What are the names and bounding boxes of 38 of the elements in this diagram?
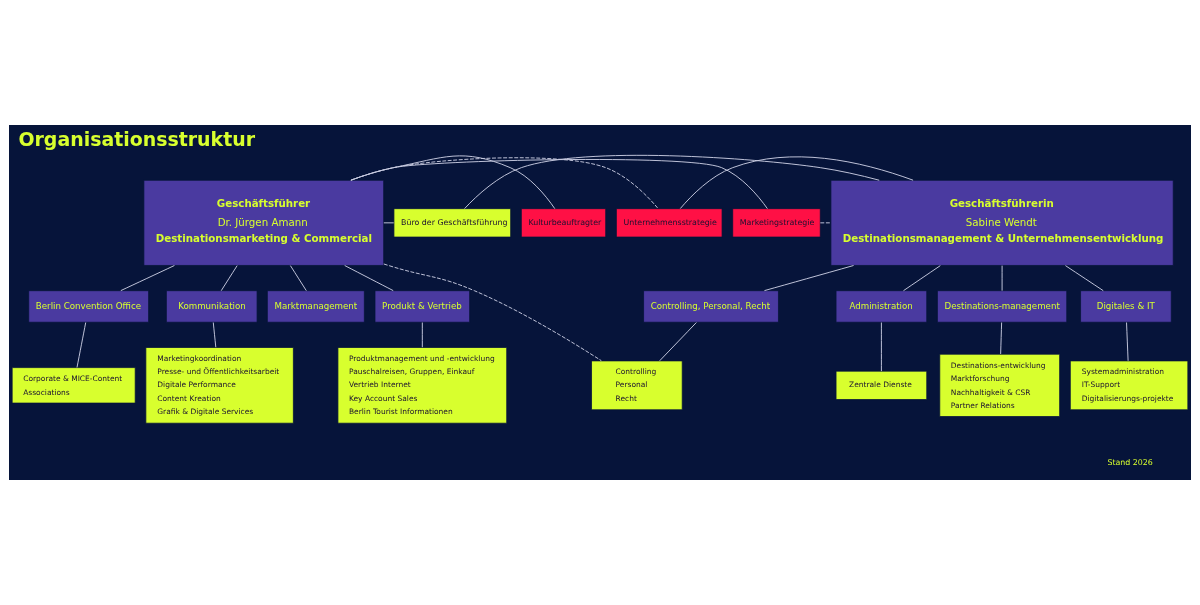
connector [350, 157, 659, 210]
connector [289, 265, 307, 292]
connector [1064, 265, 1104, 292]
connector [76, 322, 87, 368]
connector [464, 154, 880, 210]
connector [903, 265, 941, 292]
connector [383, 263, 602, 362]
connector [679, 156, 914, 210]
diagram-title: Organisationsstruktur [18, 127, 255, 150]
connector [1000, 322, 1003, 355]
connector [220, 265, 238, 292]
node-box: Digitales & IT [1080, 290, 1172, 323]
node-box: Geschäftsführerin Sabine Wendt Destinationsmanagement & Unternehmensentwicklung [830, 179, 1174, 266]
connector [344, 265, 394, 292]
node-box: Marktmanagement [266, 290, 365, 323]
connector [763, 265, 855, 292]
connector [212, 322, 217, 348]
node-box: Destinations-management [937, 290, 1068, 323]
connector [1126, 322, 1129, 362]
node-box: Berlin Convention Office [28, 290, 149, 323]
connector [1001, 265, 1003, 292]
label: Stand 2026 [1107, 457, 1153, 467]
connector [383, 222, 395, 224]
node-box: Kulturbeauftragter [520, 208, 607, 238]
node-box: Büro der Geschäftsführung [393, 208, 512, 238]
connector [819, 222, 832, 224]
connector [880, 322, 882, 372]
connector [350, 155, 556, 210]
node-box: Geschäftsführer Dr. Jürgen Amann Destinationsmarketing & Commercial [143, 179, 385, 266]
node-box: Administration [835, 290, 928, 323]
node-box: Produkt & Vertrieb [374, 290, 471, 323]
connector [659, 322, 697, 362]
node-box: Kommunikation [165, 290, 258, 323]
node-box: Controlling, Personal, Recht [643, 290, 779, 323]
connector [421, 322, 423, 348]
node-box: Unternehmensstrategie [615, 208, 723, 238]
connector [120, 265, 175, 292]
node-box: Marketingstrategie [732, 208, 821, 238]
